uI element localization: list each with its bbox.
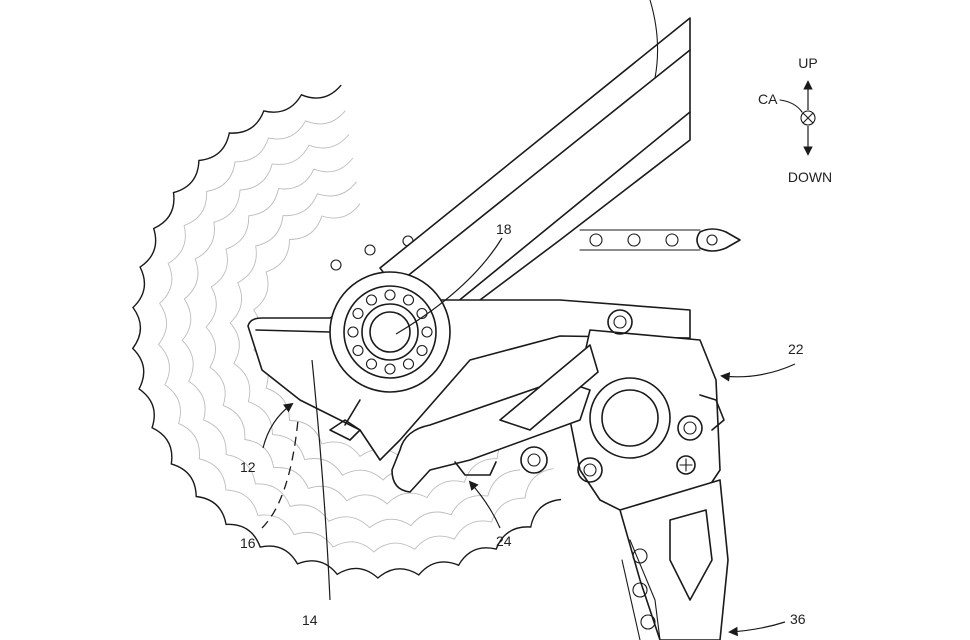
axle-splines [347, 289, 433, 375]
link-upper [499, 344, 599, 431]
chain-pin [330, 259, 342, 271]
axis-leader [779, 99, 803, 113]
ref-label-12: 12 [240, 459, 256, 475]
chain-end-link [696, 228, 741, 252]
axle-housing-ring [343, 285, 437, 379]
down-label: DOWN [788, 169, 832, 185]
chain-pin [627, 233, 641, 247]
axle-spline [416, 344, 428, 357]
mount-bolt-head [329, 419, 361, 441]
lower-chain-pin [640, 614, 656, 630]
axle-spline [402, 294, 415, 306]
link-spring-cover [454, 461, 497, 476]
leader-12 [262, 402, 294, 449]
sprocket-ring [181, 134, 521, 529]
chain-pin [665, 233, 679, 247]
up-label: UP [798, 55, 817, 71]
axis-label: CA [758, 91, 778, 107]
leader-36 [728, 621, 786, 637]
body-pivot-inner [601, 389, 659, 447]
link-pin [520, 446, 548, 474]
leader-16-dashed [261, 419, 299, 529]
chain-plates [579, 229, 701, 251]
axle-spline [402, 358, 415, 370]
cassette-sprockets [131, 84, 562, 579]
lower-screw [577, 457, 603, 483]
axis-cross [802, 112, 814, 124]
sprocket-ring [131, 84, 562, 579]
chain-pin [589, 233, 603, 247]
mount-bolt [344, 399, 361, 426]
cage-plate [619, 479, 729, 640]
leader-18 [395, 237, 503, 335]
upper-screw-center [613, 315, 627, 329]
ref-label-24: 24 [496, 533, 512, 549]
derailleur-cage [619, 479, 729, 640]
cage-cutout [669, 509, 713, 601]
leader-lines [261, 237, 796, 637]
upper-screw [607, 309, 633, 335]
chainstay-edge [439, 111, 691, 317]
chainstay-edge [399, 49, 691, 283]
axle-nut [361, 303, 419, 361]
chain-upper-run [330, 228, 741, 271]
axle-spline [352, 307, 364, 320]
sprocket-ring [157, 110, 554, 553]
axle-spline [365, 294, 378, 306]
lower-screw-center [583, 463, 597, 477]
reference-numerals: 12 14 16 18 22 24 36 [240, 221, 806, 628]
axle-spline [421, 326, 433, 338]
side-screw-center [683, 421, 697, 435]
axle-assembly [329, 271, 451, 393]
side-screw [677, 415, 703, 441]
frame-chainstay [379, 0, 691, 321]
ref-label-16: 16 [240, 535, 256, 551]
axle-spline [384, 363, 396, 375]
adjust-screw [676, 455, 696, 475]
leader-22 [720, 363, 796, 382]
axis-symbol [800, 110, 816, 126]
chainstay-body [379, 17, 691, 321]
leader-line-top [649, 0, 659, 79]
direction-indicator: UP DOWN CA [758, 55, 832, 185]
adjust-screw-cross [679, 458, 693, 472]
lower-chain-pin [632, 582, 648, 598]
ref-label-36: 36 [790, 611, 806, 627]
ref-label-14: 14 [302, 612, 318, 628]
sprocket-ring [205, 157, 524, 505]
body-tab [699, 394, 725, 431]
axle-spline [384, 289, 396, 301]
leader-14 [311, 359, 331, 601]
axle-spline [352, 344, 364, 357]
axle-bore [369, 311, 411, 353]
axle-housing-outer [329, 271, 451, 393]
axle-spline [347, 326, 359, 338]
chain-pin [706, 234, 718, 246]
chain-pin [364, 244, 376, 256]
link-pin-center [527, 453, 541, 467]
axle-spline [365, 358, 378, 370]
leader-24 [468, 480, 501, 529]
ref-label-22: 22 [788, 341, 804, 357]
body-pivot-outer [589, 377, 671, 459]
lower-chain-plates [621, 539, 661, 640]
parallelogram-linkage [391, 344, 599, 493]
ref-label-18: 18 [496, 221, 512, 237]
